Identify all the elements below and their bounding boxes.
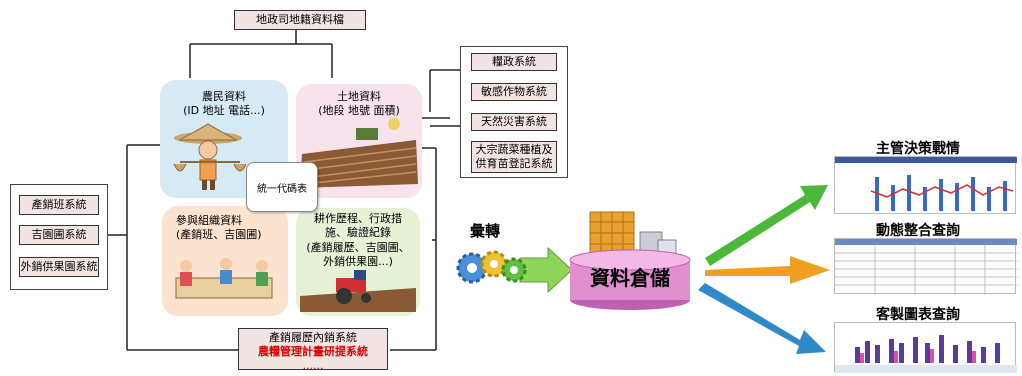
farmer-illustration [173,123,247,190]
right-system-item: 天然災害系統 [471,113,557,131]
cadastral-data-label: 地政司地籍資料檔 [256,13,344,27]
transfer-label: 彙轉 [470,222,501,240]
meeting-illustration [175,258,273,299]
org-data-title: 參與組織資料 (產銷班、吉園圃) [176,214,262,242]
land-data-title: 土地資料 (地段 地號 面積) [318,90,400,118]
land-data-quadrant: 土地資料 (地段 地號 面積) [296,84,422,198]
right-system-group: 糧政系統 敏感作物系統 天然災害系統 大宗蔬菜種植及 供育苗登記系統 [460,46,568,178]
org-data-quadrant: 參與組織資料 (產銷班、吉園圃) [162,206,288,316]
right-system-item: 糧政系統 [471,53,557,71]
farming-record-title: 耕作歷程、行政措 施、驗證紀錄 (產銷履歷、吉園圃、 外銷供果園...) [306,212,410,268]
right-system-item: 大宗蔬菜種植及 供育苗登記系統 [471,141,557,173]
farmer-data-quadrant: 農民資料 (ID 地址 電話...) [160,80,288,198]
left-system-item: 產銷班系統 [19,195,99,215]
bottom-line-2: 農糧管理計畫研提系統 [258,344,368,358]
custom-chart-thumbnail [834,322,1017,373]
output-title-dynamic: 動態整合查詢 [876,223,960,239]
output-title-custom: 客製圖表查詢 [876,307,960,323]
arrow-down-blue [698,283,826,354]
tractor-illustration [300,270,416,312]
unified-code-table: 統一代碼表 [246,162,318,212]
left-system-group: 產銷班系統 吉園圃系統 外銷供果園系統 [10,184,108,290]
decision-dashboard-thumbnail [834,156,1017,214]
dynamic-query-thumbnail [834,238,1017,295]
field-illustration [300,118,418,188]
farmer-data-title: 農民資料 (ID 地址 電話...) [183,90,265,118]
right-system-item: 敏感作物系統 [471,83,557,101]
data-warehouse-label: 資料倉儲 [590,266,670,290]
left-system-item: 吉園圃系統 [19,225,99,245]
cadastral-data-box: 地政司地籍資料檔 [234,10,366,30]
farming-record-quadrant: 耕作歷程、行政措 施、驗證紀錄 (產銷履歷、吉園圃、 外銷供果園...) [296,208,420,316]
arrow-mid-orange [705,256,830,284]
bottom-line-1: 產銷履歷內銷系統 [269,331,357,344]
arrow-up-green [705,185,828,266]
left-system-item: 外銷供果園系統 [19,257,99,277]
output-title-decision: 主管決策戰情 [876,141,960,157]
bottom-system-box: 產銷履歷內銷系統 農糧管理計畫研提系統 ...... [238,328,388,372]
bottom-line-3: ...... [302,358,324,372]
transfer-arrow [519,246,573,294]
